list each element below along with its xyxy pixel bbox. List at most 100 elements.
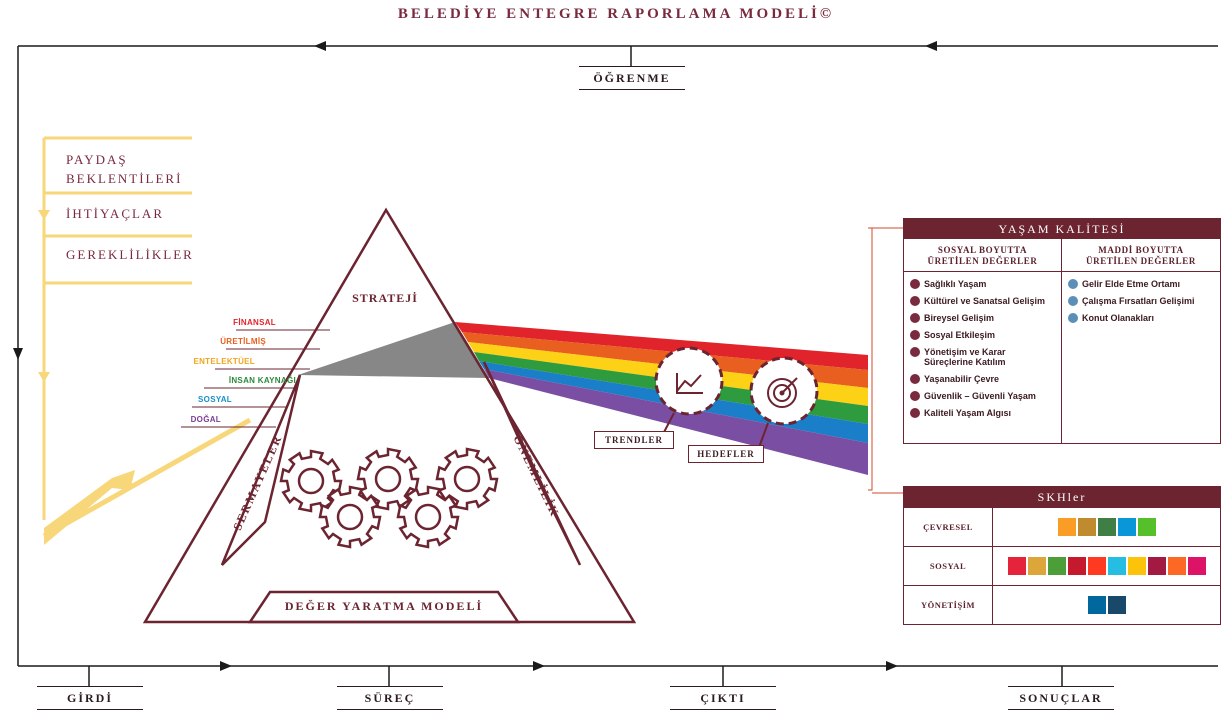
value-icon <box>910 330 920 340</box>
gear-hole <box>374 465 402 493</box>
yasam-kalitesi-title: YAŞAM KALİTESİ <box>904 219 1220 239</box>
material-value-item: Çalışma Fırsatları Gelişimi <box>1068 296 1214 306</box>
sdg-icon <box>1067 557 1086 575</box>
input-paydas: PAYDAŞ BEKLENTİLERİ <box>66 150 182 188</box>
social-value-label: Sağlıklı Yaşam <box>924 279 987 289</box>
social-value-label: Sosyal Etkileşim <box>924 330 996 340</box>
value-icon <box>910 296 920 306</box>
social-value-label: Yönetişim ve Karar Süreçlerine Katılım <box>924 347 1006 367</box>
sdg-icon <box>1147 557 1166 575</box>
sdg-icon <box>1057 518 1076 536</box>
social-value-label: Kültürel ve Sanatsal Gelişim <box>924 296 1046 306</box>
capital-sosyal: SOSYAL <box>198 395 232 404</box>
gear-hole <box>453 465 481 493</box>
sdg-icon <box>1107 557 1126 575</box>
social-value-item: Sağlıklı Yaşam <box>910 279 1055 289</box>
input-ray <box>42 417 252 539</box>
value-icon <box>910 347 920 357</box>
skh-row-label: SOSYAL <box>904 547 993 585</box>
prism-light <box>298 322 489 378</box>
material-value-item: Konut Olanakları <box>1068 313 1214 323</box>
sdg-icon <box>1167 557 1186 575</box>
diagram-title: BELEDİYE ENTEGRE RAPORLAMA MODELİ© <box>397 6 835 22</box>
panel-bracket <box>868 227 903 494</box>
value-icon <box>910 391 920 401</box>
sdg-icons <box>993 586 1220 624</box>
social-value-label: Bireysel Gelişim <box>924 313 995 323</box>
material-col-line2: ÜRETİLEN DEĞERLER <box>1086 256 1196 266</box>
social-value-item: Sosyal Etkileşim <box>910 330 1055 340</box>
social-value-label: Güvenlik – Güvenli Yaşam <box>924 391 1036 401</box>
social-value-label: Yaşanabilir Çevre <box>924 374 1000 384</box>
sdg-icon <box>1117 518 1136 536</box>
sdg-icon <box>1127 557 1146 575</box>
social-value-item: Güvenlik – Güvenli Yaşam <box>910 391 1055 401</box>
sdg-icon <box>1137 518 1156 536</box>
trend-target-badges <box>654 346 819 451</box>
skh-row: SOSYAL <box>904 546 1220 585</box>
trendler-label: TRENDLER <box>594 431 674 449</box>
stage-cikti: ÇIKTI <box>670 686 776 710</box>
yasam-kalitesi-panel: YAŞAM KALİTESİ SOSYAL BOYUTTA ÜRETİLEN D… <box>903 218 1221 444</box>
ogrenme-label: ÖĞRENME <box>579 66 685 90</box>
social-values-column: SOSYAL BOYUTTA ÜRETİLEN DEĞERLER Sağlıkl… <box>904 239 1062 443</box>
capital-finansal: FİNANSAL <box>233 318 276 327</box>
capital-insan: İNSAN KAYNAĞI <box>228 376 296 385</box>
gear-hole <box>336 503 364 531</box>
sdg-icon <box>1087 557 1106 575</box>
input-ihtiyaclar: İHTİYAÇLAR <box>66 206 164 221</box>
material-value-label: Çalışma Fırsatları Gelişimi <box>1082 296 1195 306</box>
sdg-icon <box>1097 518 1116 536</box>
sdg-icon <box>1027 557 1046 575</box>
skh-row-label: ÇEVRESEL <box>904 508 993 546</box>
sdg-icon <box>1007 557 1026 575</box>
input-beam <box>44 470 135 545</box>
paydas-line1: PAYDAŞ <box>66 152 128 167</box>
stage-girdi: GİRDİ <box>37 686 143 710</box>
value-icon <box>1068 296 1078 306</box>
value-icon <box>910 374 920 384</box>
skh-row-label: YÖNETİŞİM <box>904 586 993 624</box>
social-value-item: Yönetişim ve Karar Süreçlerine Katılım <box>910 347 1055 367</box>
stage-surec: SÜREÇ <box>337 686 443 710</box>
input-arrowheads <box>38 210 50 382</box>
material-col-line1: MADDİ BOYUTTA <box>1098 245 1184 255</box>
social-value-label: Kaliteli Yaşam Algısı <box>924 408 1012 418</box>
loop-arrows <box>13 41 937 671</box>
social-col-header: SOSYAL BOYUTTA ÜRETİLEN DEĞERLER <box>910 245 1055 267</box>
capital-entelektuel: ENTELEKTÜEL <box>193 357 255 366</box>
value-icon <box>1068 279 1078 289</box>
value-icon <box>910 408 920 418</box>
input-gereklilikler: GEREKLİLİKLER <box>66 247 194 262</box>
social-value-item: Bireysel Gelişim <box>910 313 1055 323</box>
social-value-item: Yaşanabilir Çevre <box>910 374 1055 384</box>
stage-sonuclar: SONUÇLAR <box>1008 686 1114 710</box>
material-values-column: MADDİ BOYUTTA ÜRETİLEN DEĞERLER Gelir El… <box>1062 239 1220 443</box>
social-col-line1: SOSYAL BOYUTTA <box>937 245 1028 255</box>
capital-dogal: DOĞAL <box>190 415 221 424</box>
sdg-icon <box>1087 596 1106 614</box>
skh-row: YÖNETİŞİM <box>904 585 1220 624</box>
deger-label: DEĞER YARATMA MODELİ <box>284 599 484 613</box>
sdg-icon <box>1047 557 1066 575</box>
material-value-item: Gelir Elde Etme Ortamı <box>1068 279 1214 289</box>
social-value-item: Kültürel ve Sanatsal Gelişim <box>910 296 1055 306</box>
input-lines <box>42 136 192 520</box>
sdg-icon <box>1187 557 1206 575</box>
triangle <box>142 207 637 624</box>
material-value-label: Konut Olanakları <box>1082 313 1155 323</box>
social-value-item: Kaliteli Yaşam Algısı <box>910 408 1055 418</box>
sdg-icons <box>993 547 1220 585</box>
process-loop <box>17 45 1218 686</box>
hedefler-label: HEDEFLER <box>688 445 764 463</box>
value-icon <box>910 313 920 323</box>
sdg-icons <box>993 508 1220 546</box>
value-icon <box>910 279 920 289</box>
skh-title: SKHler <box>904 487 1220 507</box>
sdg-icon <box>1107 596 1126 614</box>
gear-hole <box>414 503 442 531</box>
social-col-line2: ÜRETİLEN DEĞERLER <box>927 256 1038 266</box>
